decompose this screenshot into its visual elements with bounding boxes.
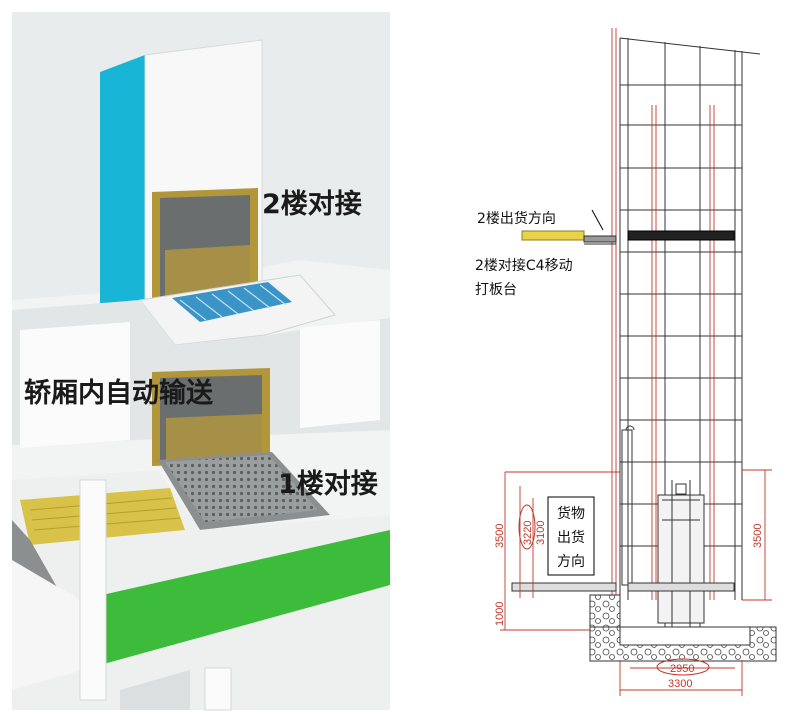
label-car-conveyor: 轿厢内自动输送: [24, 377, 213, 409]
cargo-text-2: 出货: [557, 529, 585, 546]
dim-3300: 3300: [668, 678, 692, 690]
dim-circle-2950: [656, 658, 710, 676]
foreground-post: [204, 667, 232, 711]
frame-bracing: [620, 84, 742, 547]
label-flap-line1: 2楼对接C4移动: [475, 257, 573, 274]
blue-pallet: [172, 282, 292, 322]
dim-3220: 3220: [522, 521, 534, 545]
door1-floor: [166, 414, 262, 464]
dim-3500-left: 3500: [494, 524, 506, 548]
dim-3500-right: 3500: [752, 524, 764, 548]
floor1-perforation: [165, 455, 318, 522]
wall-panel-left: [20, 322, 130, 448]
roof-line: [619, 37, 761, 55]
foundation-left: [589, 594, 621, 628]
tech-drawing: [500, 28, 777, 696]
cargo-text-1: 货物: [557, 505, 585, 522]
cargo-text-3: 方向: [557, 554, 585, 570]
label-flap-line2: 打板台: [475, 281, 517, 298]
dim-circle-3220: [518, 504, 536, 550]
label-out-direction: 2楼出货方向: [477, 210, 556, 227]
dim-2950: 2950: [670, 663, 694, 675]
pallet-rollers: [179, 284, 287, 321]
dimension-lines: [500, 469, 772, 696]
label-floor2: 2楼对接: [262, 189, 362, 220]
floor2-dock: [521, 230, 735, 245]
foreground-block: [120, 670, 190, 710]
render-scene: [12, 12, 390, 711]
label-floor1: 1楼对接: [278, 469, 378, 500]
wall-panel-right: [300, 320, 380, 428]
dim-3100: 3100: [535, 521, 547, 545]
guide-rails: [611, 28, 715, 600]
car-floor: [627, 582, 735, 592]
car-assembly: [621, 425, 705, 640]
green-wall-band: [80, 530, 390, 665]
floor1-landing: [511, 582, 617, 592]
pit-slab: [619, 626, 751, 646]
tower-side-cyan: [100, 55, 145, 320]
foreground-pillar: [79, 479, 107, 701]
foreground-wall: [12, 560, 100, 690]
label-pointer: [591, 209, 604, 231]
cargo-direction-box: [547, 496, 595, 576]
dim-1000: 1000: [494, 602, 506, 626]
